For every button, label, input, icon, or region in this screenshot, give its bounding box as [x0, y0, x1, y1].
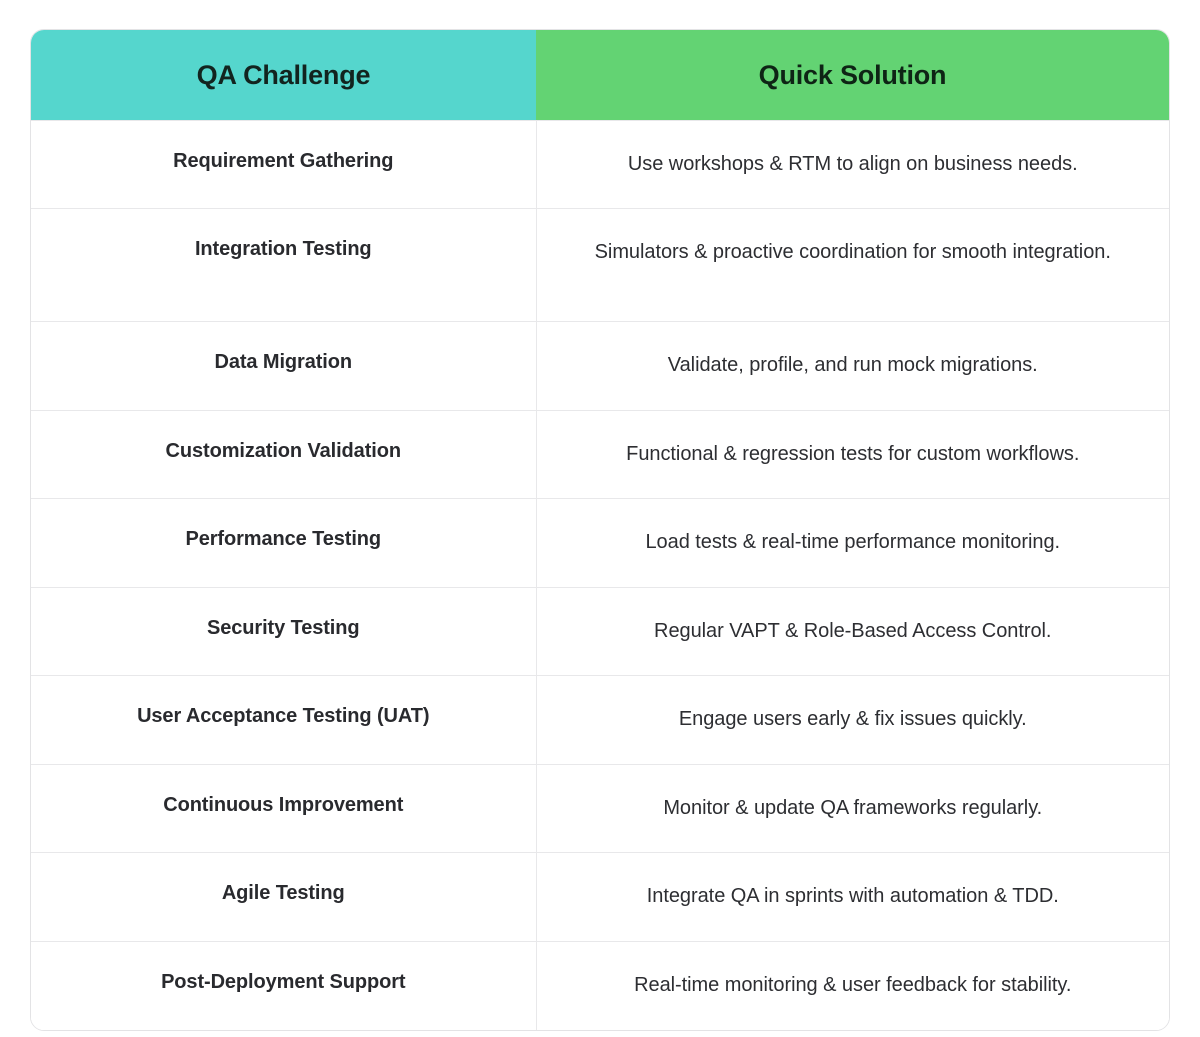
- cell-solution: Integrate QA in sprints with automation …: [536, 852, 1169, 942]
- table-row: Post-Deployment Support Real-time monito…: [31, 940, 1169, 1031]
- table-row: Performance Testing Load tests & real-ti…: [31, 498, 1169, 588]
- table-row: Data Migration Validate, profile, and ru…: [31, 321, 1169, 411]
- cell-challenge: Requirement Gathering: [31, 119, 537, 209]
- table-body: Requirement Gathering Use workshops & RT…: [31, 119, 1169, 1031]
- table-row: Requirement Gathering Use workshops & RT…: [31, 119, 1169, 209]
- cell-challenge: Post-Deployment Support: [31, 940, 537, 1031]
- column-header-quick-solution: Quick Solution: [536, 30, 1169, 121]
- table: QA Challenge Quick Solution Requirement …: [31, 30, 1169, 1031]
- header-row: QA Challenge Quick Solution: [31, 30, 1169, 121]
- cell-challenge: User Acceptance Testing (UAT): [31, 674, 537, 765]
- table-row: Continuous Improvement Monitor & update …: [31, 763, 1169, 853]
- table-row: Agile Testing Integrate QA in sprints wi…: [31, 852, 1169, 942]
- cell-challenge: Agile Testing: [31, 852, 537, 942]
- cell-challenge: Security Testing: [31, 586, 537, 676]
- cell-solution: Validate, profile, and run mock migratio…: [536, 321, 1169, 411]
- table-row: User Acceptance Testing (UAT) Engage use…: [31, 674, 1169, 765]
- cell-solution: Functional & regression tests for custom…: [536, 409, 1169, 499]
- table-row: Integration Testing Simulators & proacti…: [31, 208, 1169, 322]
- cell-solution: Use workshops & RTM to align on business…: [536, 119, 1169, 209]
- cell-solution: Monitor & update QA frameworks regularly…: [536, 763, 1169, 853]
- cell-challenge: Integration Testing: [31, 208, 537, 322]
- cell-solution: Engage users early & fix issues quickly.: [536, 674, 1169, 765]
- table-row: Customization Validation Functional & re…: [31, 409, 1169, 499]
- cell-challenge: Customization Validation: [31, 409, 537, 499]
- cell-challenge: Performance Testing: [31, 498, 537, 588]
- table-header: QA Challenge Quick Solution: [31, 30, 1169, 121]
- column-header-qa-challenge: QA Challenge: [31, 30, 536, 121]
- table-row: Security Testing Regular VAPT & Role-Bas…: [31, 586, 1169, 676]
- cell-solution: Simulators & proactive coordination for …: [536, 208, 1169, 322]
- cell-challenge: Continuous Improvement: [31, 763, 537, 853]
- qa-challenge-solution-table: QA Challenge Quick Solution Requirement …: [30, 29, 1170, 1032]
- cell-solution: Load tests & real-time performance monit…: [536, 498, 1169, 588]
- cell-challenge: Data Migration: [31, 321, 537, 411]
- cell-solution: Real-time monitoring & user feedback for…: [536, 940, 1169, 1031]
- cell-solution: Regular VAPT & Role-Based Access Control…: [536, 586, 1169, 676]
